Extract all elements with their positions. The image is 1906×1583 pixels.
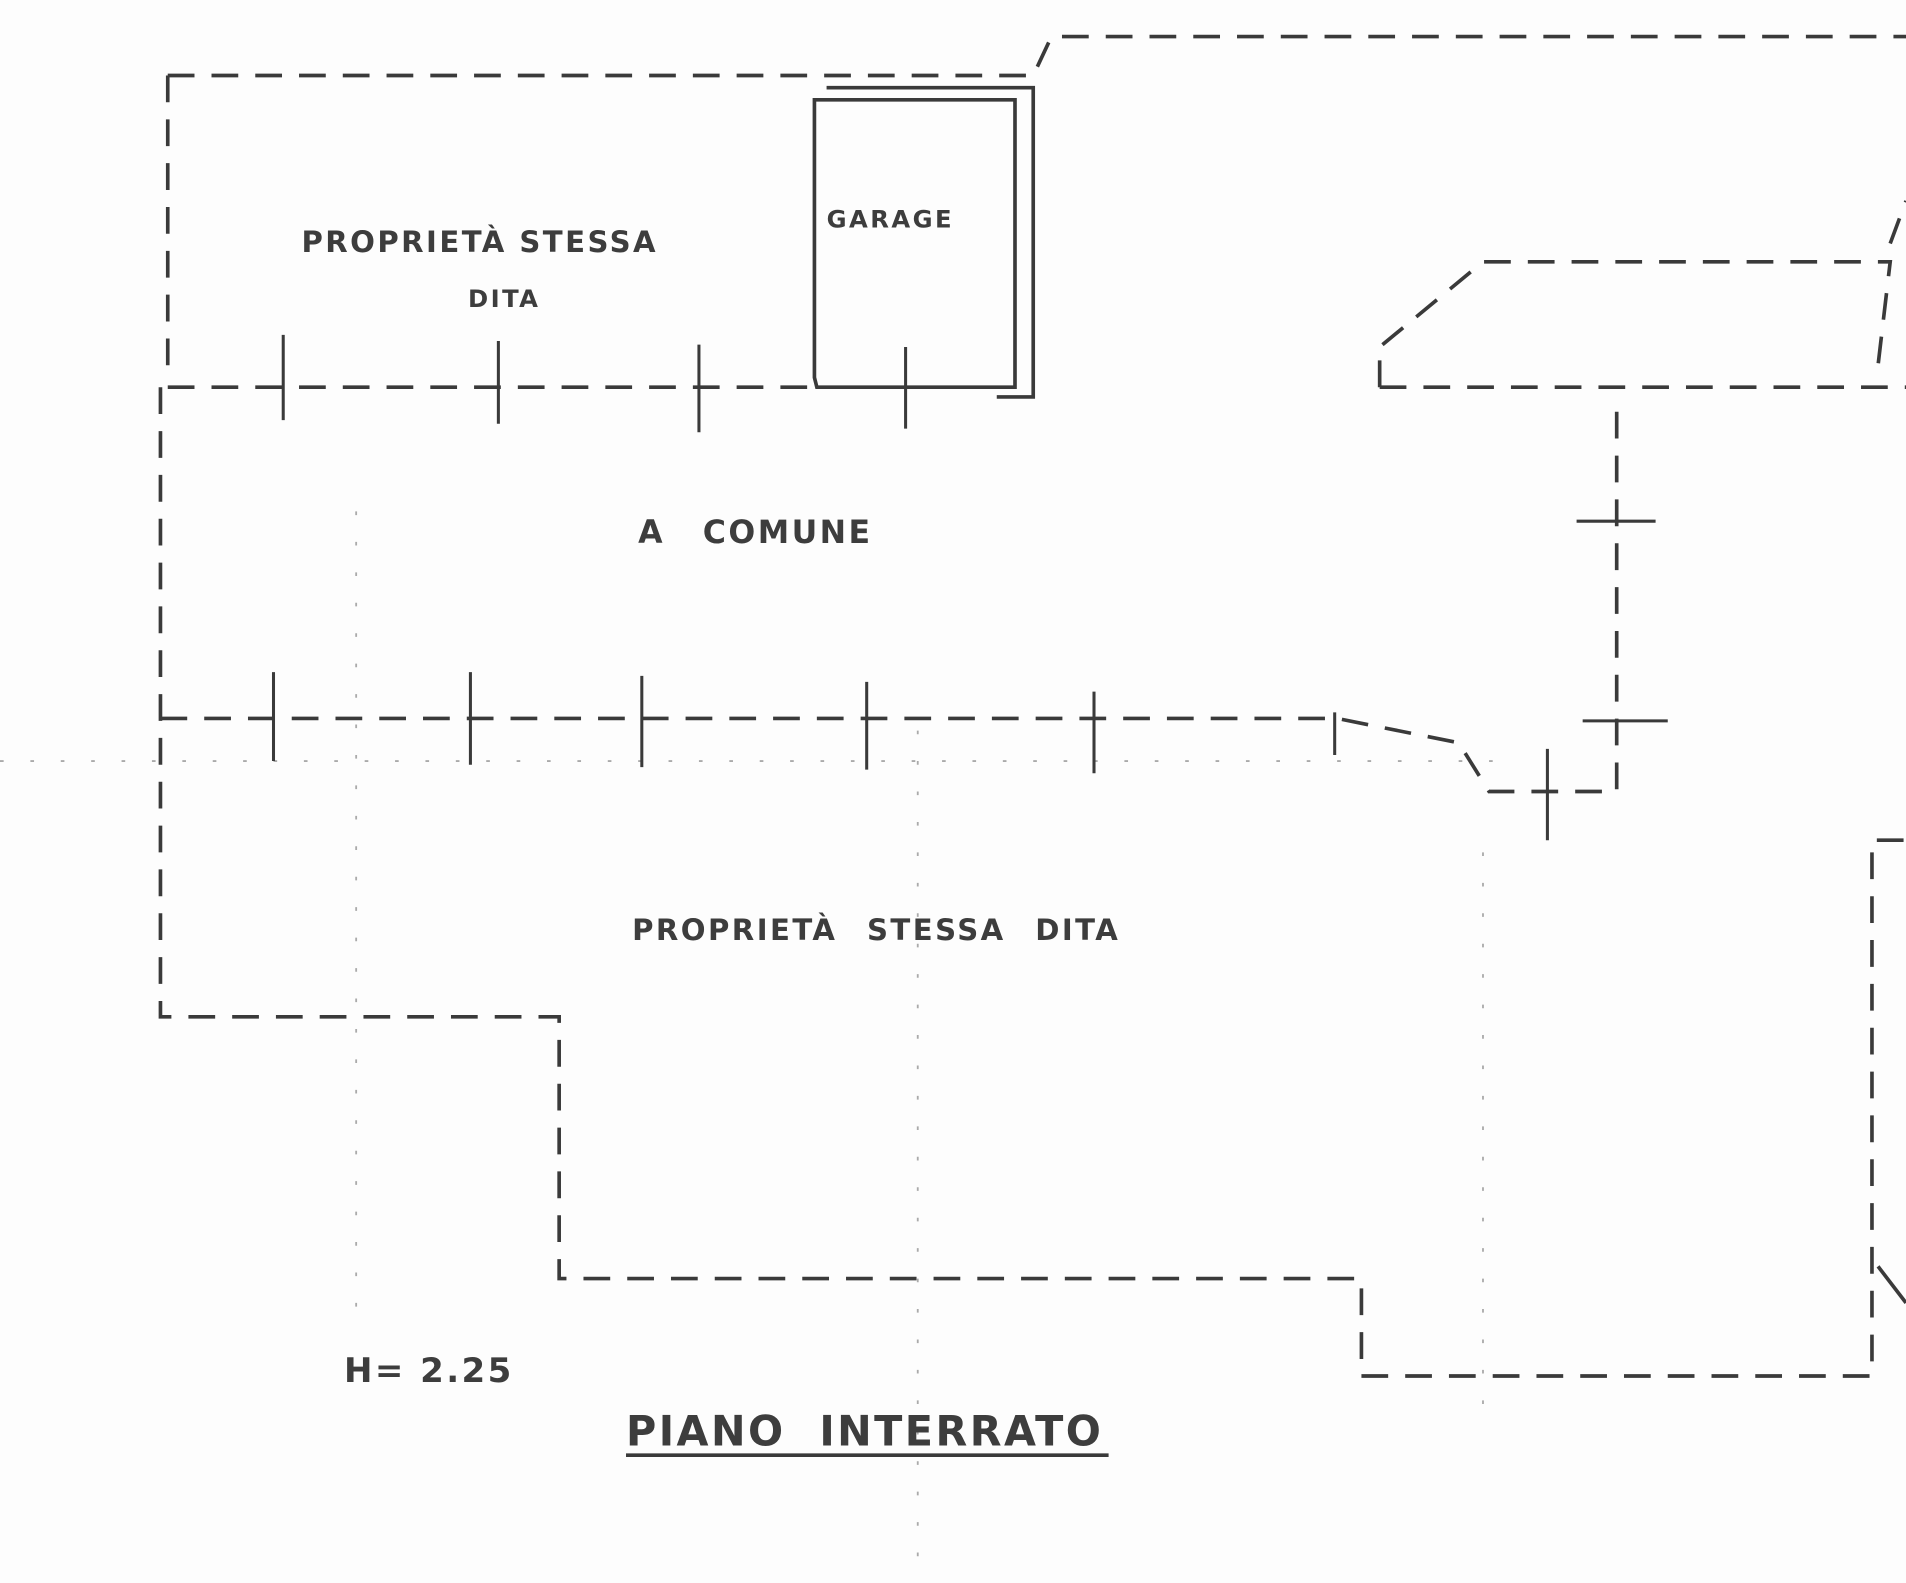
property-boundaries (158, 34, 1906, 1378)
garage-walls (812, 85, 1906, 1305)
tick-marks (271, 334, 1668, 841)
top-left-label-line2: DITA (468, 284, 540, 313)
garage-label: GARAGE (827, 205, 954, 234)
bottom-property-label: PROPRIETÀ STESSA DITA (632, 913, 1120, 947)
top-left-label: PROPRIETÀ STESSA (301, 225, 658, 259)
common-area-label: A COMUNE (638, 515, 872, 551)
height-label: H= 2.25 (344, 1351, 514, 1391)
construction-lines (0, 511, 1508, 1571)
plan-title: PIANO INTERRATO (626, 1407, 1103, 1455)
